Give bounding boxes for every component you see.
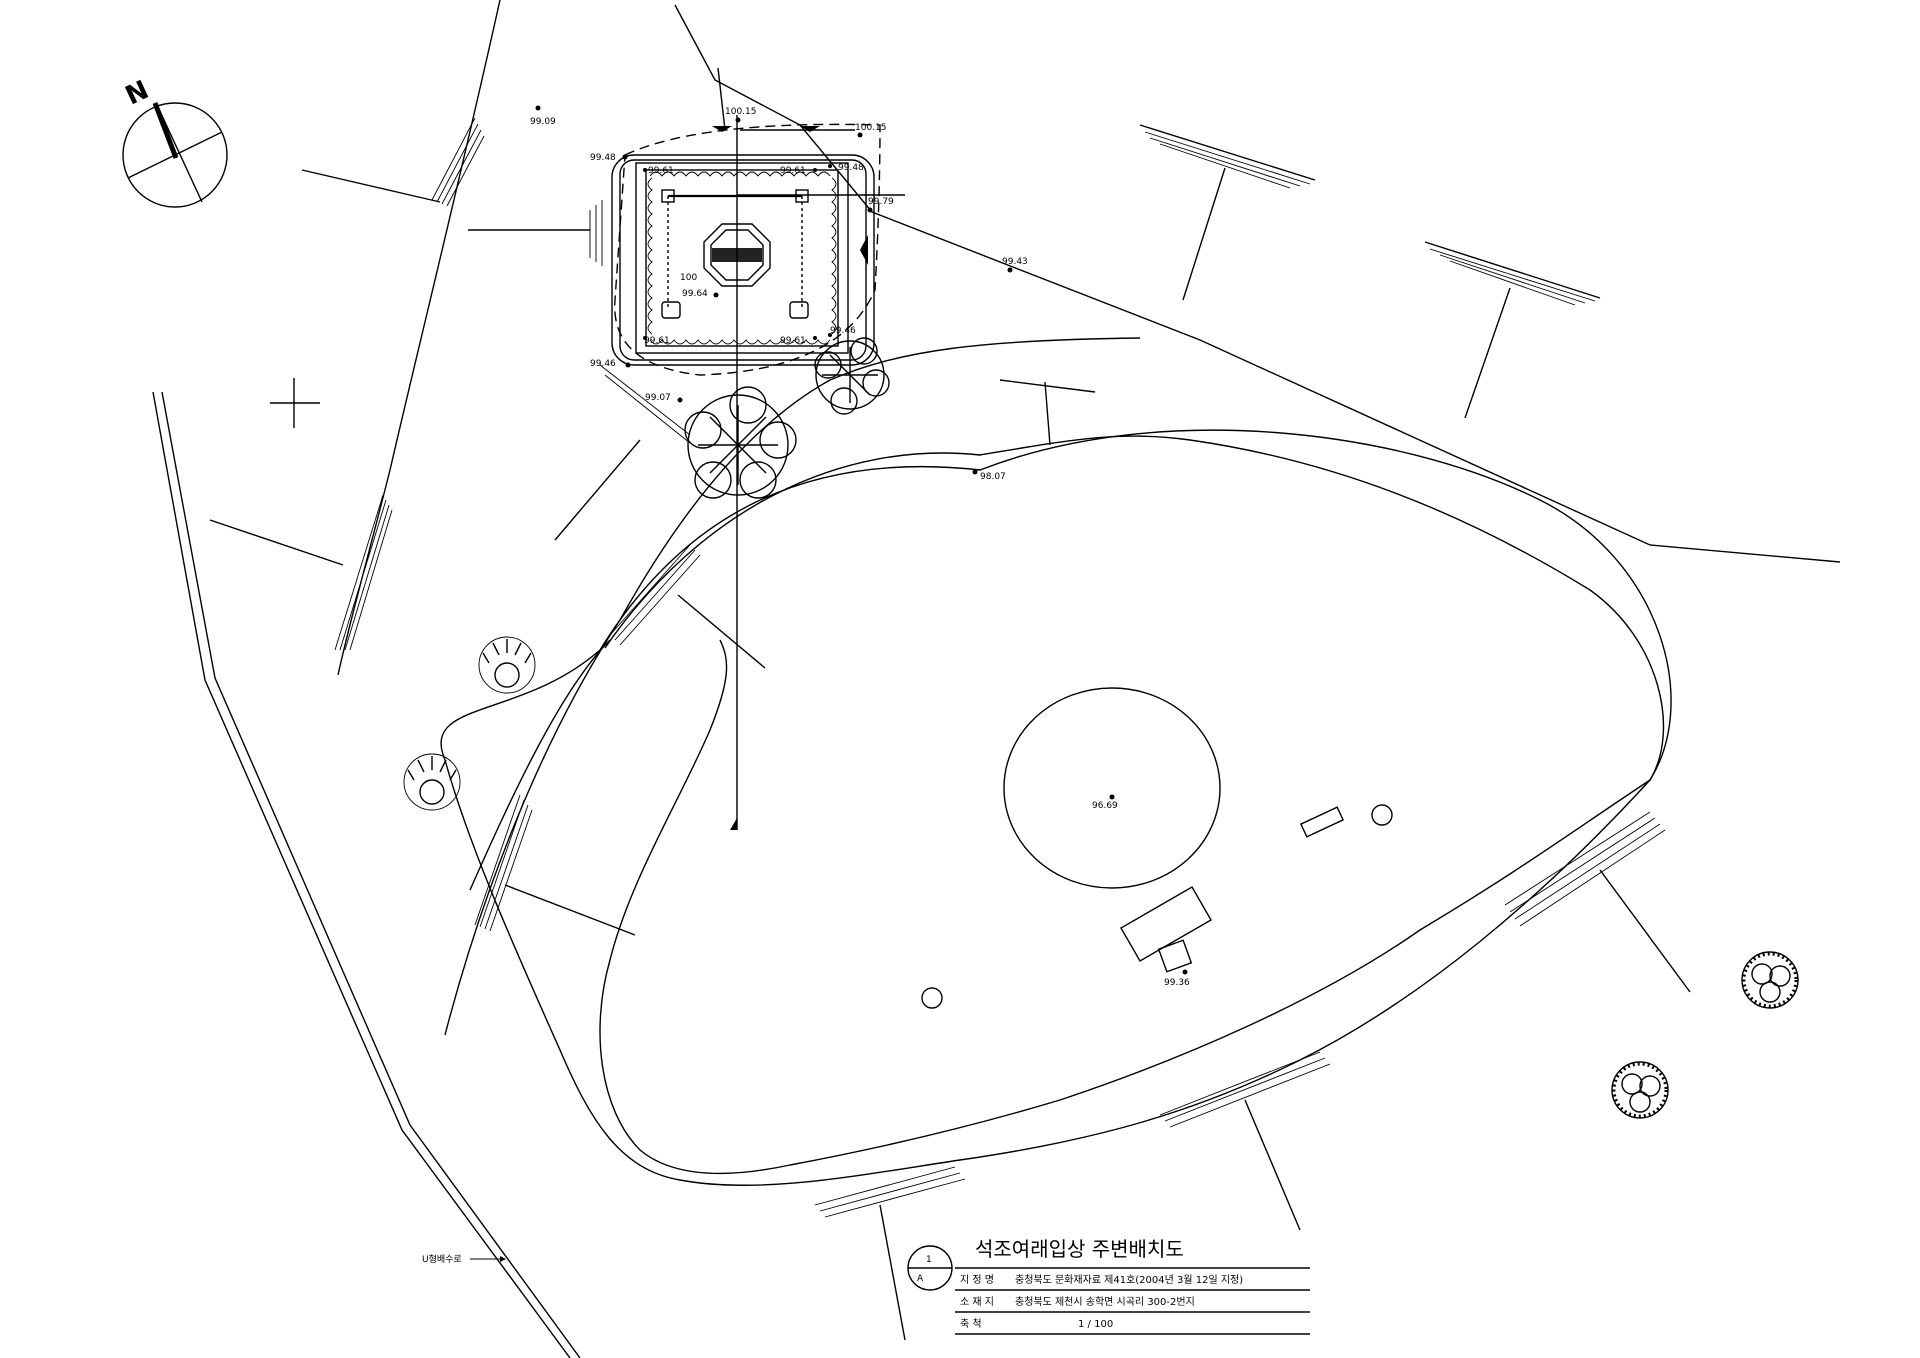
elevation-label: 98.07: [980, 472, 1006, 482]
mound-shapes: [599, 435, 1665, 1175]
elevation-label: 99.61: [780, 336, 806, 346]
elevation-label: 99.46: [590, 359, 616, 369]
elevation-label: 99.64: [682, 289, 708, 299]
drain-callout: U형배수로: [422, 1254, 506, 1265]
tree-icon: [814, 337, 890, 415]
title-row-label: 축 척: [960, 1318, 982, 1330]
section-marker-bottom: A: [917, 1274, 924, 1284]
site-features: [921, 804, 1393, 1009]
tree-icon: [1741, 951, 1799, 1009]
drain-label: U형배수로: [422, 1254, 462, 1265]
elevation-label: 99.36: [1164, 978, 1190, 988]
elevation-label: 99.43: [1002, 257, 1028, 267]
lower-left-slope: [444, 337, 1141, 1036]
tree-icon: [684, 386, 797, 499]
survey-cross-mark: [270, 378, 320, 428]
elevation-label: 100: [680, 273, 697, 283]
drawing-title: 석조여래입상 주변배치도: [975, 1237, 1184, 1261]
title-row-value: 충청북도 제천시 송학면 시곡리 300-2번지: [1015, 1296, 1195, 1308]
monument-enclosure: [468, 115, 905, 830]
tree-icon: [1611, 1061, 1669, 1119]
mound-outline: [440, 429, 1672, 1186]
elevation-label: 99.61: [780, 166, 806, 176]
tree-icon: [478, 636, 536, 694]
elevation-label: 99.48: [838, 163, 864, 173]
elevation-label: 100.15: [855, 123, 887, 133]
circular-platform: [1003, 687, 1221, 889]
elevation-label: 99.48: [590, 153, 616, 163]
title-block: 1 A 석조여래입상 주변배치도 지 정 명 충청북도 문화재자료 제41호(2…: [907, 1237, 1310, 1335]
elevation-label: 99.61: [644, 336, 670, 346]
elevation-label: 99.79: [868, 197, 894, 207]
right-slope-hatching: [814, 811, 1691, 1341]
title-row-value: 1 / 100: [1078, 1319, 1113, 1330]
tree-icon: [403, 753, 461, 811]
section-marker-top: 1: [926, 1255, 932, 1265]
elevation-label: 99.46: [830, 326, 856, 336]
left-slope: [209, 0, 501, 676]
elevation-points: 99.09 100.15 100.15 99.48 99.61 99.61 99…: [530, 105, 1190, 988]
title-row-label: 지 정 명: [960, 1274, 994, 1286]
elevation-label: 100.15: [725, 107, 757, 117]
elevation-label: 99.07: [645, 393, 671, 403]
north-arrow-letter: N: [121, 75, 153, 111]
title-row-label: 소 재 지: [960, 1296, 994, 1308]
elevation-label: 99.09: [530, 117, 556, 127]
scalloped-border: [647, 171, 837, 345]
road-edge-lines: [152, 391, 581, 1358]
title-row-value: 충청북도 문화재자료 제41호(2004년 3월 12일 지정): [1015, 1274, 1243, 1286]
elevation-label: 99.61: [648, 166, 674, 176]
elevation-label: 96.69: [1092, 801, 1118, 811]
north-arrow: N: [121, 75, 228, 208]
right-upper-lines: [674, 4, 1841, 563]
